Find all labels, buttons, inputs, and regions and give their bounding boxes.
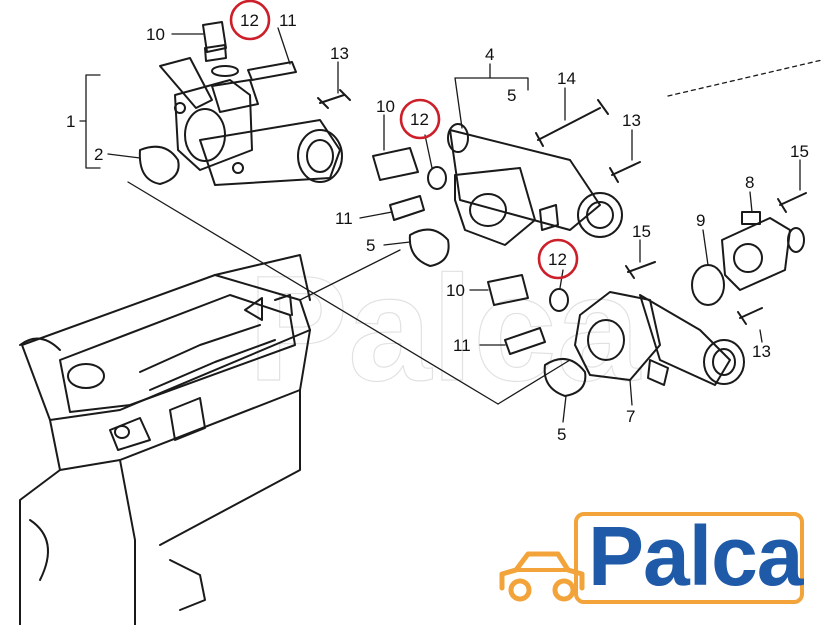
oring-12-top — [211, 65, 239, 77]
callout-9: 9 — [696, 211, 705, 230]
oring-12-middle — [427, 166, 447, 190]
car-icon — [499, 551, 585, 602]
callout-11-middle: 11 — [335, 209, 353, 228]
assembly-1-housing — [159, 57, 343, 186]
logo-frame — [574, 512, 804, 604]
bolt-14 — [535, 99, 609, 147]
callout-12-lower: 12 — [548, 250, 567, 269]
clip-11-lower — [504, 327, 546, 355]
gasket-5-lower — [543, 357, 587, 397]
watermark: Palca — [248, 244, 642, 412]
callout-8: 8 — [745, 173, 754, 192]
callout-13-lower: 13 — [752, 342, 771, 361]
callout-10-lower: 10 — [446, 281, 465, 300]
callout-11-top: 11 — [279, 11, 297, 30]
assembly-7-housing — [574, 291, 745, 386]
palca-logo: Palca — [496, 509, 808, 608]
callout-7: 7 — [626, 407, 635, 426]
logo-text: Palca — [588, 509, 804, 603]
callout-11-lower: 11 — [453, 336, 471, 355]
highlight-ring-12-lower — [537, 238, 579, 280]
sensor-10-middle — [372, 147, 419, 181]
sensor-10-top — [202, 21, 227, 62]
assembly-8-housing — [721, 211, 805, 291]
callout-10-middle: 10 — [376, 97, 395, 116]
callout-13-top: 13 — [330, 44, 349, 63]
leader-lines — [79, 27, 801, 423]
callout-13-middle: 13 — [622, 111, 641, 130]
bolt-13-middle — [609, 161, 641, 183]
gasket-5-middle — [408, 228, 450, 267]
bolt-13-top — [317, 89, 351, 109]
bolt-15-lower — [625, 261, 656, 279]
alignment-lines — [127, 59, 822, 405]
callout-15-right: 15 — [790, 142, 809, 161]
callout-2: 2 — [94, 145, 103, 164]
highlight-ring-12-top — [229, 0, 271, 41]
bolt-13-lower — [737, 307, 763, 325]
clip-11-top — [247, 61, 297, 81]
engine-block — [19, 254, 311, 625]
bolt-15-right — [777, 192, 807, 213]
callout-5-lower: 5 — [557, 425, 566, 444]
oring-12-lower — [549, 288, 569, 312]
callout-4: 4 — [485, 45, 494, 64]
sensor-10-lower — [487, 274, 529, 306]
gasket-9 — [691, 264, 725, 306]
clip-11-middle — [389, 195, 425, 221]
callout-14: 14 — [557, 69, 576, 88]
callout-5-upper: 5 — [507, 86, 516, 105]
assembly-4-flange — [447, 123, 623, 246]
gasket-2 — [138, 145, 180, 185]
callout-12-top: 12 — [240, 11, 259, 30]
callout-10-top: 10 — [146, 25, 165, 44]
callout-5-middle: 5 — [366, 236, 375, 255]
callout-15-lower: 15 — [632, 222, 651, 241]
highlight-ring-12-middle — [399, 98, 441, 140]
callout-1: 1 — [66, 112, 75, 131]
callout-12-middle: 12 — [410, 110, 429, 129]
